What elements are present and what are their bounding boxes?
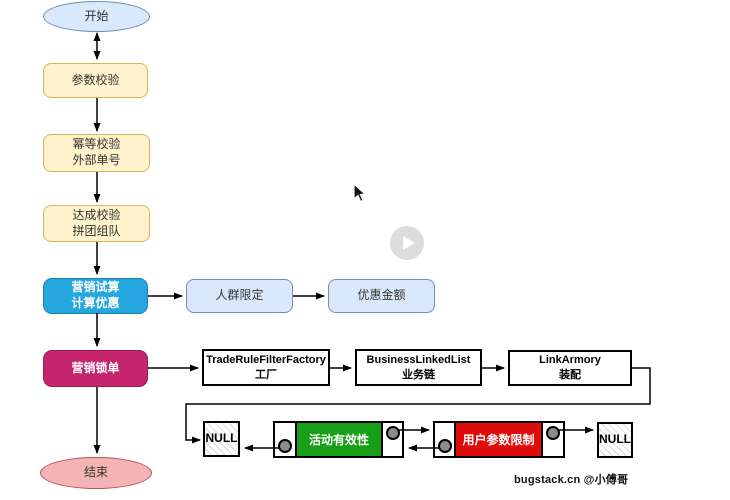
flow-node-link-armory: LinkArmory 装配 — [508, 350, 632, 386]
linked-list-node-label: 活动有效性 — [297, 423, 381, 456]
flow-node-discount-amount: 优惠金额 — [328, 279, 435, 313]
linked-list-null-right: NULL — [597, 422, 633, 458]
flow-node-param-check: 参数校验 — [43, 63, 148, 98]
play-icon — [403, 236, 415, 250]
prev-pointer-cell — [435, 423, 456, 456]
flow-node-crowd-limit: 人群限定 — [186, 279, 293, 313]
pointer-dot-icon — [437, 439, 452, 453]
flow-node-end: 结束 — [40, 457, 152, 489]
linked-list-node-label: 用户参数限制 — [456, 423, 541, 456]
pointer-dot-icon — [278, 439, 292, 453]
linked-list-null-left: NULL — [203, 421, 240, 457]
flow-node-start: 开始 — [43, 1, 150, 32]
pointer-dot-icon — [385, 426, 400, 440]
flow-node-idempotent-check: 幂等校验 外部单号 — [43, 134, 150, 172]
prev-pointer-cell — [275, 423, 297, 456]
linked-list-node-user-param-limit: 用户参数限制 — [433, 421, 565, 458]
flow-node-marketing-lock: 营销锁单 — [43, 350, 148, 387]
linked-list-node-activity-validity: 活动有效性 — [273, 421, 404, 458]
pointer-dot-icon — [546, 426, 560, 440]
flow-node-business-linked-list: BusinessLinkedList 业务链 — [355, 349, 482, 386]
flow-node-marketing-trial: 营销试算 计算优惠 — [43, 278, 148, 314]
watermark: bugstack.cn @小傅哥 — [514, 474, 629, 486]
flow-node-achievement-check: 达成校验 拼团组队 — [43, 205, 150, 242]
flow-node-trade-rule-filter-factory: TradeRuleFilterFactory 工厂 — [202, 349, 330, 386]
next-pointer-cell — [541, 423, 563, 456]
play-button[interactable] — [390, 226, 424, 260]
mouse-cursor-icon — [353, 183, 367, 203]
next-pointer-cell — [381, 423, 402, 456]
